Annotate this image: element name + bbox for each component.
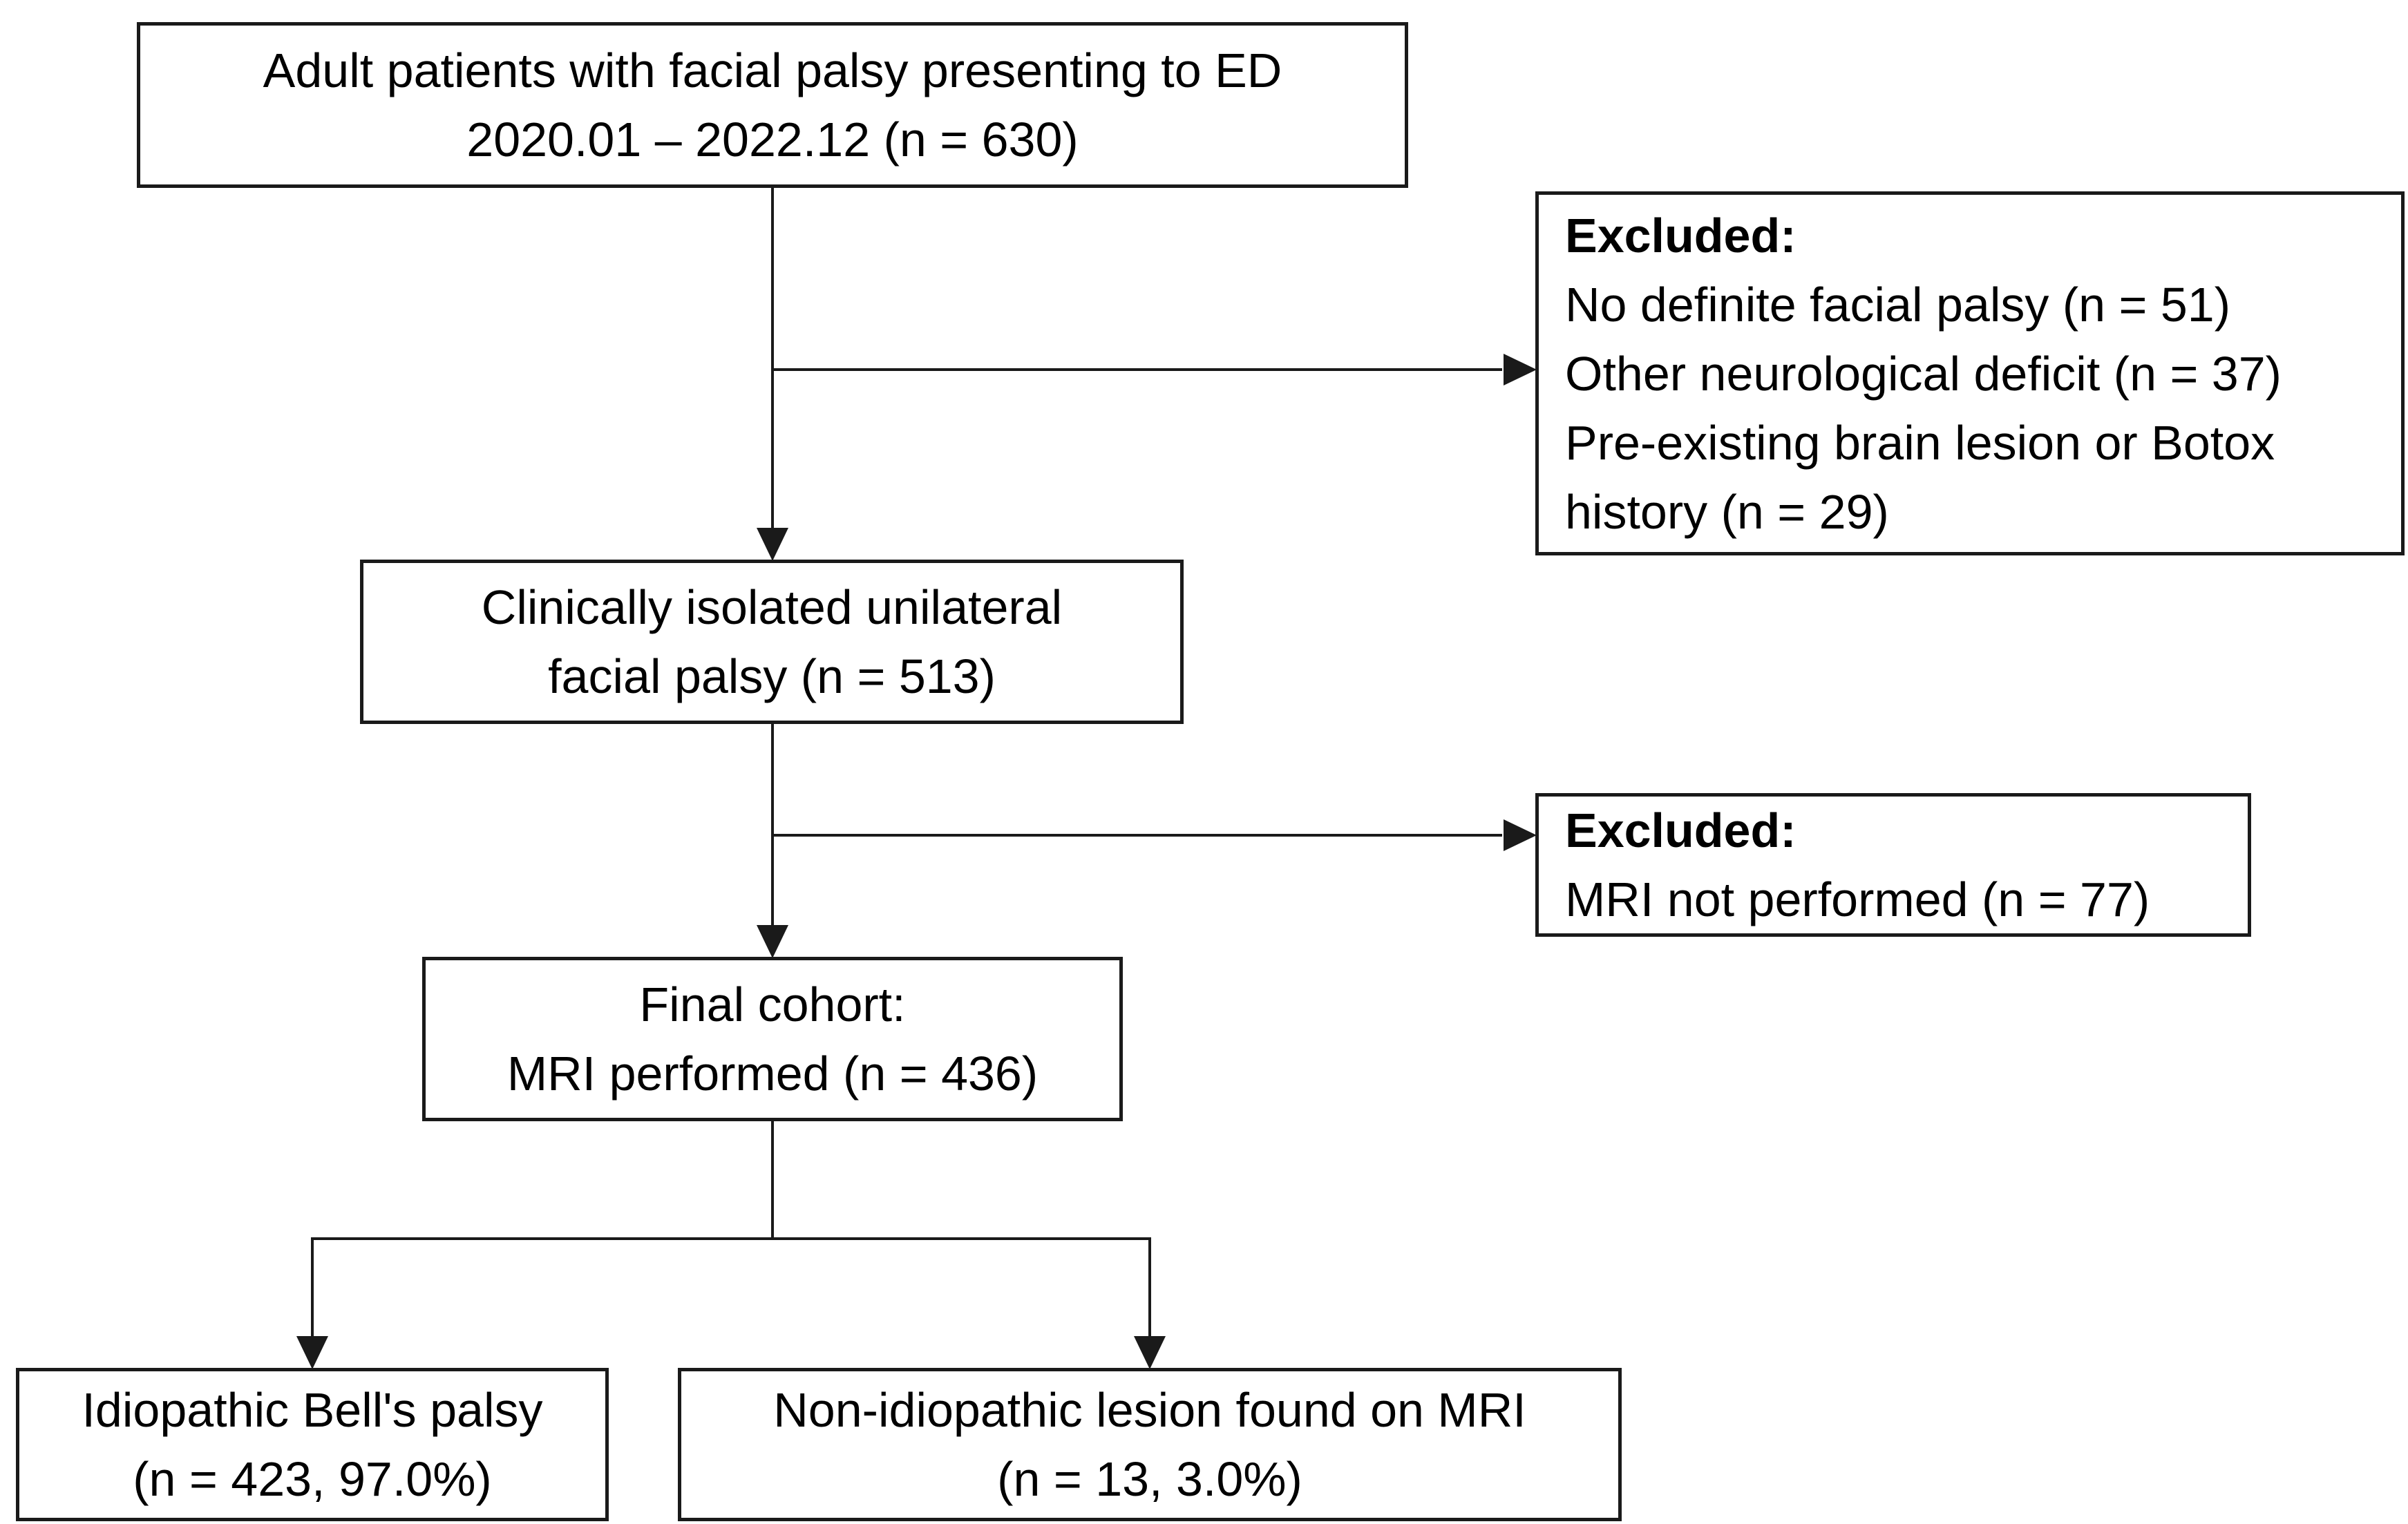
- final-line-2: MRI performed (n = 436): [506, 1047, 1039, 1101]
- arrow-into-excluded-mri: [1504, 819, 1537, 851]
- non-idiopathic-line-2: (n = 13, 3.0%): [997, 1452, 1302, 1506]
- line-drop-right: [1148, 1237, 1151, 1336]
- bells-line-2: (n = 423, 97.0%): [133, 1452, 492, 1506]
- isolated-line-2: facial palsy (n = 513): [548, 649, 996, 703]
- enrollment-line-1: Adult patients with facial palsy present…: [263, 44, 1282, 97]
- arrow-into-isolated: [757, 528, 788, 561]
- enrollment-line-2: 2020.01 – 2022.12 (n = 630): [466, 113, 1079, 166]
- box-non-idiopathic: Non-idiopathic lesion found on MRI (n = …: [678, 1368, 1622, 1521]
- excluded-mri-item-1: MRI not performed (n = 77): [1565, 873, 2150, 926]
- excluded-initial-item-2: Other neurological deficit (n = 37): [1565, 346, 2282, 401]
- line-branch-excluded-initial: [772, 368, 1502, 371]
- arrow-into-excluded-initial: [1504, 354, 1537, 385]
- isolated-line-1: Clinically isolated unilateral: [481, 580, 1063, 634]
- excluded-initial-title: Excluded:: [1565, 208, 1796, 263]
- box-excluded-mri: Excluded: MRI not performed (n = 77): [1535, 793, 2251, 937]
- bells-line-1: Idiopathic Bell's palsy: [82, 1383, 543, 1437]
- line-final-down: [771, 1121, 774, 1240]
- final-line-1: Final cohort:: [639, 978, 906, 1031]
- arrow-into-non-idiopathic: [1134, 1336, 1166, 1369]
- box-isolated-palsy: Clinically isolated unilateral facial pa…: [360, 560, 1184, 724]
- excluded-initial-item-3: Pre-existing brain lesion or Botox histo…: [1565, 415, 2275, 539]
- box-excluded-initial: Excluded: No definite facial palsy (n = …: [1535, 191, 2405, 555]
- non-idiopathic-line-1: Non-idiopathic lesion found on MRI: [773, 1383, 1526, 1437]
- box-final-cohort: Final cohort: MRI performed (n = 436): [422, 957, 1123, 1121]
- box-enrollment: Adult patients with facial palsy present…: [137, 22, 1408, 188]
- arrow-into-final: [757, 925, 788, 958]
- line-split-horizontal: [311, 1237, 1151, 1240]
- line-enrollment-down: [771, 188, 774, 531]
- arrow-into-bells: [296, 1336, 328, 1369]
- excluded-initial-item-1: No definite facial palsy (n = 51): [1565, 277, 2231, 332]
- excluded-mri-title: Excluded:: [1565, 803, 1796, 857]
- box-bells-palsy: Idiopathic Bell's palsy (n = 423, 97.0%): [16, 1368, 609, 1521]
- line-isolated-down: [771, 724, 774, 925]
- line-branch-excluded-mri: [772, 834, 1502, 837]
- line-drop-left: [311, 1237, 314, 1336]
